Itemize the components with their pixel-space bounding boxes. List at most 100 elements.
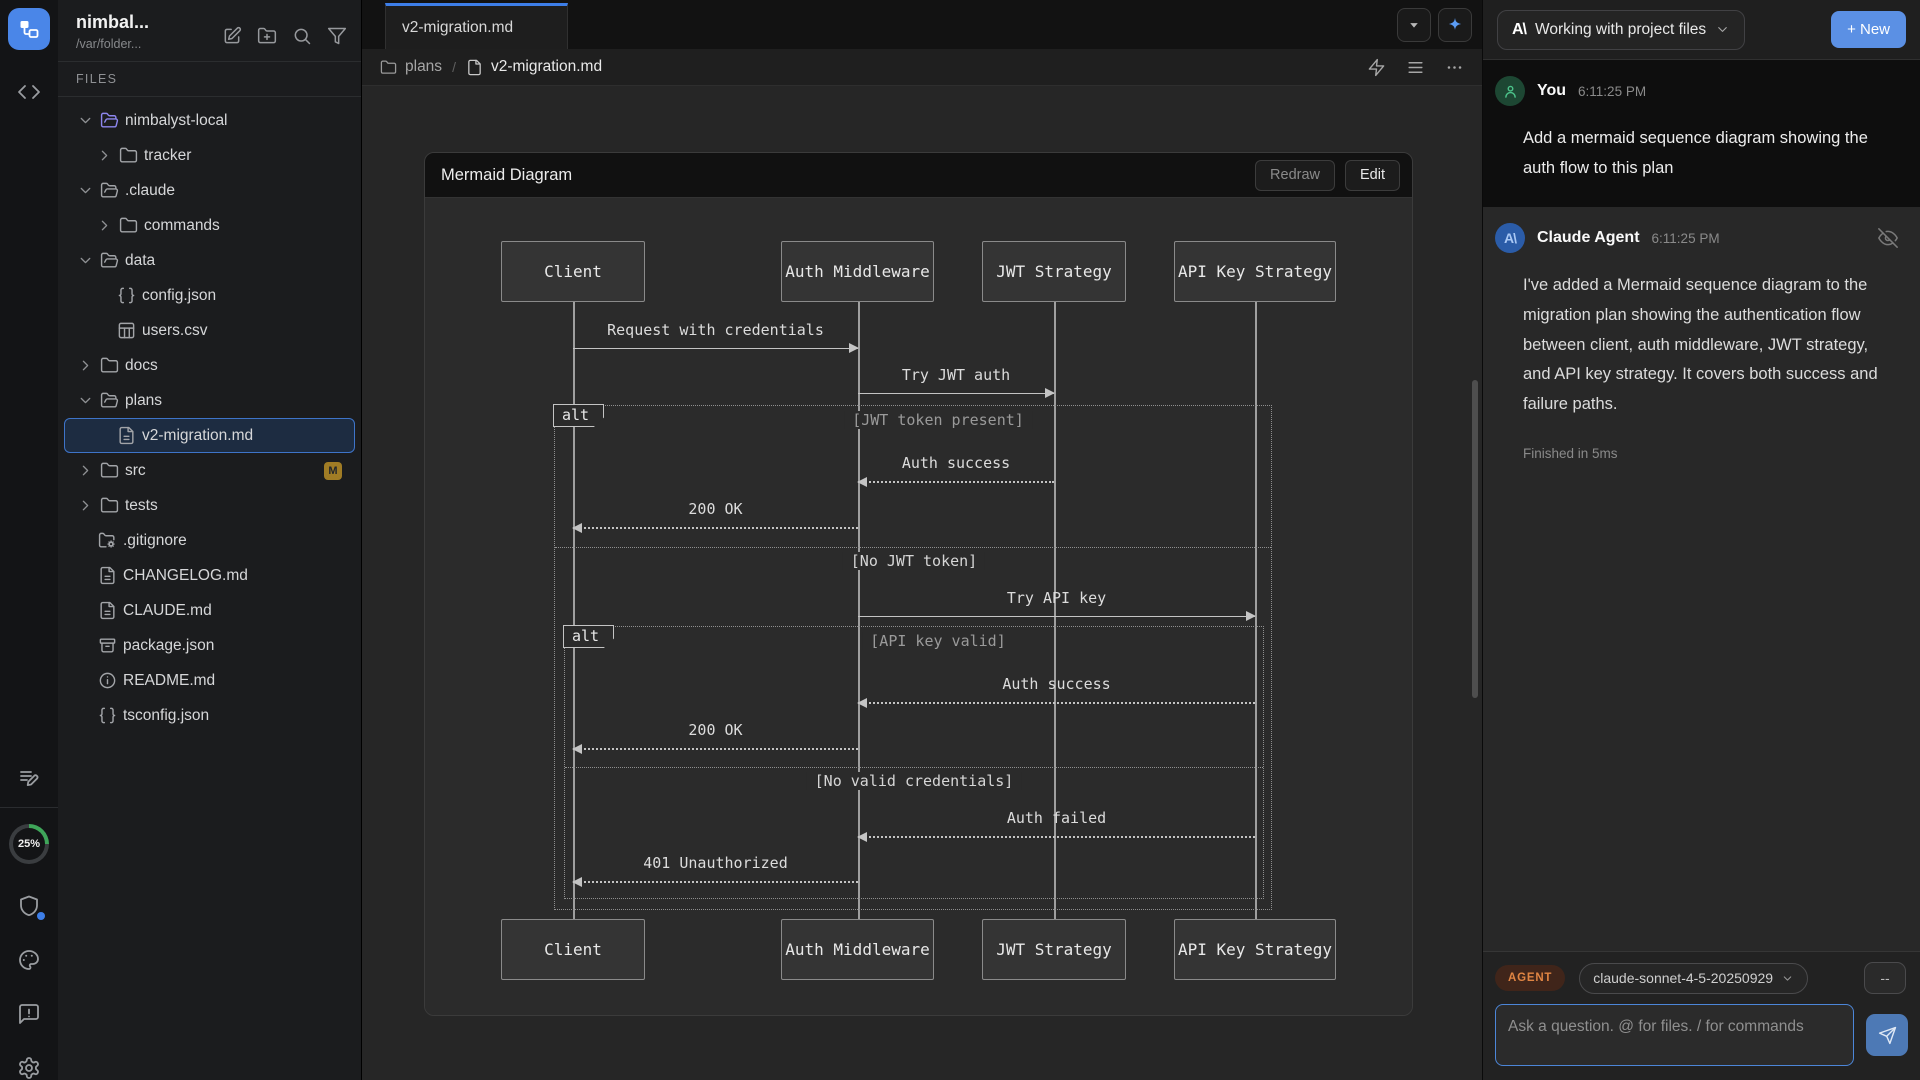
send-button[interactable] bbox=[1866, 1014, 1908, 1056]
search-icon[interactable] bbox=[292, 26, 312, 46]
compose-icon[interactable] bbox=[222, 26, 242, 46]
tree-item--gitignore[interactable]: .gitignore bbox=[64, 523, 355, 558]
settings-gear-icon[interactable] bbox=[17, 1056, 41, 1080]
project-title: nimbal... bbox=[76, 12, 150, 32]
tree-item-readme-md[interactable]: README.md bbox=[64, 663, 355, 698]
alt-block: alt bbox=[553, 404, 1272, 910]
tree-item-tracker[interactable]: tracker bbox=[64, 138, 355, 173]
project-path: /var/folder... bbox=[76, 37, 142, 51]
agent-badge: AGENT bbox=[1495, 965, 1566, 991]
file-icon bbox=[466, 59, 483, 76]
icon-rail: 25% bbox=[0, 0, 58, 1080]
file-label: tracker bbox=[144, 146, 192, 164]
folder-icon bbox=[100, 461, 119, 480]
message-arrow bbox=[573, 343, 859, 353]
lifeline bbox=[858, 302, 860, 919]
alt-else-guard: [No valid credentials] bbox=[806, 772, 1022, 790]
message-author: Claude Agent bbox=[1537, 229, 1640, 247]
file-label: commands bbox=[144, 216, 220, 234]
new-chat-button[interactable]: + New bbox=[1831, 11, 1906, 48]
breadcrumb-file[interactable]: v2-migration.md bbox=[490, 58, 603, 75]
message-label: 401 Unauthorized bbox=[643, 854, 788, 872]
folder-icon bbox=[100, 496, 119, 515]
progress-indicator[interactable]: 25% bbox=[9, 824, 49, 864]
filter-icon[interactable] bbox=[327, 26, 347, 46]
chevron-down-icon bbox=[1781, 972, 1794, 985]
message-author: You bbox=[1537, 82, 1567, 99]
message-label: 200 OK bbox=[688, 721, 743, 739]
new-tab-sparkle-button[interactable] bbox=[1438, 8, 1472, 42]
rail-divider bbox=[0, 807, 58, 808]
tree-item-plans[interactable]: plans bbox=[64, 383, 355, 418]
app-logo[interactable] bbox=[8, 8, 50, 50]
lifeline bbox=[573, 302, 575, 919]
message-arrow bbox=[572, 523, 858, 533]
file-text-icon bbox=[117, 426, 136, 445]
tree-item-tsconfig-json[interactable]: tsconfig.json bbox=[64, 698, 355, 733]
file-label: .gitignore bbox=[123, 531, 187, 549]
feedback-icon[interactable] bbox=[17, 1002, 41, 1026]
file-label: README.md bbox=[123, 671, 216, 689]
tree-item-users-csv[interactable]: users.csv bbox=[64, 313, 355, 348]
folder-open-icon bbox=[100, 181, 119, 200]
breadcrumb-bar: plans / v2-migration.md bbox=[362, 49, 1482, 86]
tree-item-v2-migration-md[interactable]: v2-migration.md bbox=[64, 418, 355, 453]
shield-icon[interactable] bbox=[17, 894, 45, 920]
editor-area: v2-migration.md plans / v2-migration.md bbox=[362, 0, 1482, 1080]
model-selector[interactable]: claude-sonnet-4-5-20250929 bbox=[1579, 962, 1809, 994]
tree-item-commands[interactable]: commands bbox=[64, 208, 355, 243]
scrollbar-thumb[interactable] bbox=[1472, 380, 1478, 698]
tree-item--claude[interactable]: .claude bbox=[64, 173, 355, 208]
more-button[interactable]: -- bbox=[1864, 962, 1906, 994]
tab-v2-migration[interactable]: v2-migration.md bbox=[385, 3, 568, 49]
notes-icon[interactable] bbox=[17, 767, 41, 791]
folder-open-icon bbox=[100, 251, 119, 270]
tree-item-nimbalyst-local[interactable]: nimbalyst-local bbox=[64, 103, 355, 138]
tree-item-config-json[interactable]: config.json bbox=[64, 278, 355, 313]
claude-avatar: A\ bbox=[1495, 223, 1525, 254]
sequence-diagram: alt[JWT token present][No JWT token]alt[… bbox=[425, 198, 1412, 1015]
agent-message: A\ Claude Agent 6:11:25 PM I've added a … bbox=[1483, 207, 1920, 484]
tab-list-dropdown-button[interactable] bbox=[1397, 8, 1431, 42]
file-text-icon bbox=[98, 601, 117, 620]
archive-icon bbox=[98, 636, 117, 655]
user-avatar bbox=[1495, 76, 1525, 106]
tree-item-claude-md[interactable]: CLAUDE.md bbox=[64, 593, 355, 628]
code-icon[interactable] bbox=[17, 80, 41, 104]
tab-bar: v2-migration.md bbox=[362, 0, 1482, 49]
message-label: 200 OK bbox=[688, 500, 743, 518]
breadcrumb-folder[interactable]: plans bbox=[405, 58, 443, 75]
message-text: Add a mermaid sequence diagram showing t… bbox=[1523, 129, 1868, 177]
message-arrow bbox=[857, 832, 1255, 842]
document-content: Mermaid Diagram Redraw Edit alt[JWT toke… bbox=[362, 86, 1482, 1080]
files-section-label: FILES bbox=[58, 62, 361, 97]
chevron-right-icon bbox=[77, 357, 94, 374]
chat-panel: A\ Working with project files + New You … bbox=[1482, 0, 1920, 1080]
tree-item-data[interactable]: data bbox=[64, 243, 355, 278]
file-label: users.csv bbox=[142, 321, 208, 339]
outline-icon[interactable] bbox=[1406, 58, 1425, 77]
braces-icon bbox=[98, 706, 117, 725]
breadcrumb-separator: / bbox=[452, 59, 456, 75]
edit-button[interactable]: Edit bbox=[1345, 159, 1400, 191]
message-input[interactable] bbox=[1495, 1004, 1854, 1066]
folder-icon bbox=[100, 356, 119, 375]
context-selector[interactable]: A\ Working with project files bbox=[1497, 9, 1746, 50]
tab-label: v2-migration.md bbox=[402, 18, 514, 36]
modified-badge: M bbox=[324, 461, 342, 480]
tree-item-package-json[interactable]: package.json bbox=[64, 628, 355, 663]
tree-item-docs[interactable]: docs bbox=[64, 348, 355, 383]
tree-item-changelog-md[interactable]: CHANGELOG.md bbox=[64, 558, 355, 593]
more-options-icon[interactable] bbox=[1445, 58, 1464, 77]
file-label: v2-migration.md bbox=[142, 426, 254, 444]
message-arrow bbox=[572, 877, 858, 887]
lifeline bbox=[1054, 302, 1056, 919]
zap-icon[interactable] bbox=[1367, 58, 1386, 77]
redraw-button[interactable]: Redraw bbox=[1255, 159, 1335, 191]
tree-item-tests[interactable]: tests bbox=[64, 488, 355, 523]
palette-icon[interactable] bbox=[17, 948, 41, 972]
sidebar-header: nimbal... /var/folder... bbox=[58, 0, 361, 62]
new-folder-icon[interactable] bbox=[257, 26, 277, 46]
eye-off-icon[interactable] bbox=[1878, 228, 1898, 249]
